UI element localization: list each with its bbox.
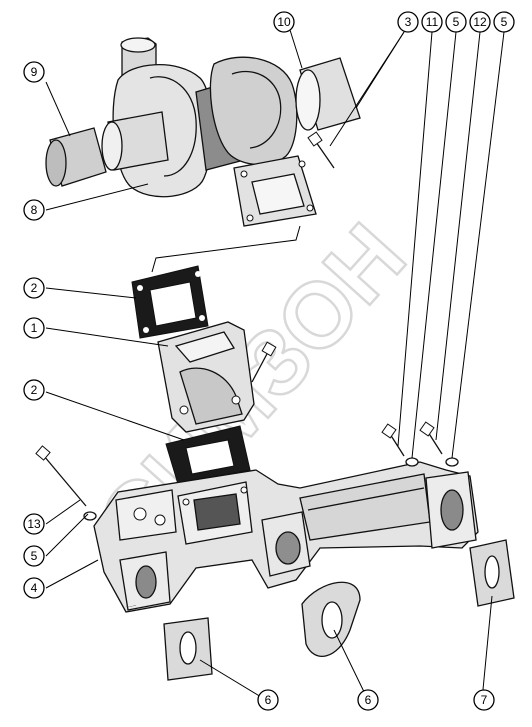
bolt-11 xyxy=(381,423,419,467)
long-stud xyxy=(35,445,87,507)
callout-2-upper: 2 xyxy=(23,277,45,299)
gasket-6-center xyxy=(301,581,361,657)
callout-5-top-a: 5 xyxy=(445,11,467,33)
exhaust-manifold: ~~~ xyxy=(93,461,479,613)
bolt-12 xyxy=(419,421,459,467)
svg-text:~~~: ~~~ xyxy=(125,604,137,611)
intake-hose xyxy=(45,127,107,187)
bolt-turbo xyxy=(307,131,335,169)
callout-2-lower: 2 xyxy=(23,379,45,401)
callout-6-center-label: 6 xyxy=(365,693,372,707)
callout-6-center: 6 xyxy=(357,689,379,711)
callout-4: 4 xyxy=(23,577,45,599)
callout-11-label: 11 xyxy=(426,15,439,29)
callout-6-left: 6 xyxy=(257,689,279,711)
callout-1-label: 1 xyxy=(31,321,38,335)
gasket-6-left xyxy=(163,617,213,681)
callout-5-top-b: 5 xyxy=(493,11,515,33)
gasket-upper xyxy=(131,265,209,339)
callout-13-label: 13 xyxy=(27,517,41,531)
callout-5-top-a-label: 5 xyxy=(453,15,460,29)
callout-5-left: 5 xyxy=(23,545,45,567)
callout-9-label: 9 xyxy=(31,65,38,79)
callout-5-top-b-label: 5 xyxy=(501,15,508,29)
callout-8-label: 8 xyxy=(31,203,38,217)
callout-11: 11 xyxy=(421,11,443,33)
callout-8: 8 xyxy=(23,199,45,221)
callout-12: 12 xyxy=(469,11,491,33)
exhaust-sleeve xyxy=(295,57,361,131)
callout-1: 1 xyxy=(23,317,45,339)
gasket-7 xyxy=(469,539,515,607)
callout-5-left-label: 5 xyxy=(31,549,38,563)
callout-9: 9 xyxy=(23,61,45,83)
callout-13: 13 xyxy=(23,513,45,535)
callout-3-top: 3 xyxy=(397,11,419,33)
callout-10-label: 10 xyxy=(277,15,291,29)
callout-2-upper-label: 2 xyxy=(31,281,38,295)
bolt-adapter xyxy=(251,341,277,383)
washer-left xyxy=(83,511,97,521)
turbocharger xyxy=(101,37,317,227)
callout-6-left-label: 6 xyxy=(265,693,272,707)
callout-3-top-label: 3 xyxy=(405,15,412,29)
leader-lines xyxy=(45,29,505,701)
callout-7-label: 7 xyxy=(481,693,488,707)
callout-7: 7 xyxy=(473,689,495,711)
gasket-lower xyxy=(165,425,251,485)
callout-2-lower-label: 2 xyxy=(31,383,38,397)
adapter-elbow xyxy=(157,321,255,433)
callout-4-label: 4 xyxy=(31,581,38,595)
callout-10: 10 xyxy=(273,11,295,33)
callout-12-label: 12 xyxy=(473,15,487,29)
